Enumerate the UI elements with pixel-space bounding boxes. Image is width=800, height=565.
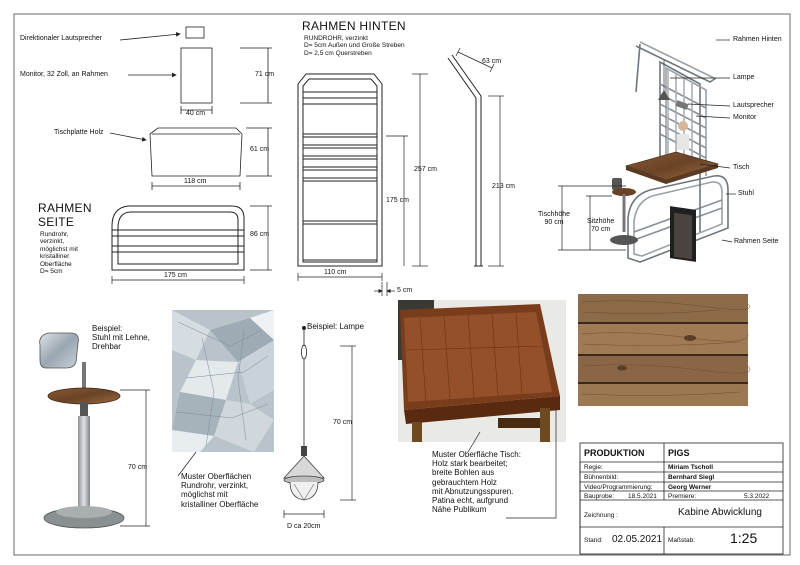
back-frame-desc: RUNDROHR, verzinkt D= 5cm Außen und Groß… [304, 35, 405, 57]
tb-bauprobe-label: Bauprobe: [584, 493, 614, 500]
table-leader-2 [506, 410, 557, 519]
monitor-label: Monitor, 32 Zoll, an Rahmen [20, 71, 108, 78]
iso-monitor-face [678, 121, 688, 131]
tb-bauprobe-value: 18.5.2021 [628, 493, 657, 500]
lamp-example-text: Beispiel: Lampe [307, 322, 364, 331]
iso-speaker [675, 100, 689, 110]
speaker-label: Direktionaler Lautsprecher [20, 35, 103, 42]
iso-label-stuhl: Stuhl [738, 190, 754, 197]
lamp-height-dim: 70 cm [333, 419, 353, 426]
stool-example-drawing [39, 332, 150, 529]
stool-example-text: Beispiel: Stuhl mit Lehne, Drehbar [92, 324, 150, 352]
table-example-text: Muster Oberfläche Tisch: Holz stark bear… [432, 450, 521, 515]
table-leader [467, 431, 481, 453]
iso-label-tisch: Tisch [733, 164, 750, 171]
iso-label-lautsprecher: Lautsprecher [733, 102, 774, 109]
tb-massstab-label: Maßstab: [668, 537, 696, 544]
profile-drawing [447, 47, 504, 267]
iso-label-sitzhoehe: Sitzhöhe 70 cm [587, 218, 615, 234]
tb-zeichnung-label: Zeichnung : [584, 512, 618, 519]
monitor-height-dim: 71 cm [255, 71, 275, 78]
iso-label-rahmen-hinten: Rahmen Hinten [733, 36, 782, 43]
side-height-dim: 86 cm [250, 231, 270, 238]
lamp-example-drawing [283, 326, 356, 518]
table-photo-sample [398, 300, 566, 442]
back-lower-height-dim: 175 cm [386, 197, 409, 204]
title-block-frame [579, 442, 784, 555]
tb-massstab-value: 1:25 [730, 530, 758, 546]
iso-label-rahmen-seite: Rahmen Seite [734, 238, 779, 245]
tb-video-label: Video/Programmierung: [584, 484, 653, 491]
back-width-dim: 110 cm [324, 269, 347, 276]
iso-monitor-image [674, 212, 692, 260]
iso-leaders [558, 39, 736, 251]
tb-buehnenbild-label: Bühnenbild: [584, 474, 619, 481]
profile-height-dim: 213 cm [492, 183, 515, 190]
iso-lamp [658, 90, 670, 100]
iso-stool [610, 178, 638, 245]
tb-buehnenbild-value: Bernhard Siegl [668, 474, 715, 481]
side-frame-drawing [111, 205, 272, 284]
tabletop-drawing [109, 127, 272, 190]
back-total-height-dim: 257 cm [414, 166, 437, 173]
sheet-border [13, 13, 791, 556]
tb-regie-label: Regie: [584, 464, 603, 471]
tb-video-value: Georg Werner [668, 484, 712, 491]
iso-label-monitor: Monitor [733, 114, 757, 121]
tabletop-label: Tischplatte Holz [54, 129, 104, 136]
tb-premiere-value: 5.3.2022 [744, 493, 770, 500]
surface-example-text: Muster Oberflächen Rundrohr, verzinkt, m… [181, 472, 259, 509]
tb-premiere-label: Premiere: [668, 493, 697, 500]
back-frame-drawing [297, 73, 428, 296]
back-depth-dim: 5 cm [397, 287, 413, 294]
side-frame-desc: Rundrohr, verzinkt, möglichst mit krista… [40, 231, 78, 276]
surface-leader [177, 451, 197, 477]
iso-label-tischhoehe: Tischhöhe 90 cm [538, 211, 571, 227]
metal-texture-sample [172, 310, 274, 452]
lamp-diameter-dim: D ca 20cm [287, 523, 321, 530]
stool-height-dim: 70 cm [128, 464, 148, 471]
tb-produktion-value: PIGS [668, 448, 690, 458]
side-frame-title-1: RAHMEN [38, 201, 92, 215]
speaker-drawing [119, 26, 205, 41]
tb-produktion-label: PRODUKTION [584, 448, 645, 458]
monitor-width-dim: 40 cm [186, 110, 206, 117]
side-frame-title-2: SEITE [38, 215, 75, 229]
tb-stand-value: 02.05.2021 [612, 534, 663, 545]
tb-stand-label: Stand: [584, 537, 603, 544]
iso-label-lampe: Lampe [733, 74, 755, 81]
table-width-dim: 118 cm [184, 178, 207, 185]
iso-monitor-shirt [677, 134, 689, 150]
side-width-dim: 175 cm [164, 272, 187, 279]
back-frame-title: RAHMEN HINTEN [302, 19, 406, 33]
wood-planks-sample [578, 294, 751, 406]
profile-top-dim: 63 cm [482, 58, 502, 65]
monitor-drawing [128, 47, 272, 114]
tb-zeichnung-value: Kabine Abwicklung [678, 507, 762, 518]
tb-regie-value: Miriam Tscholl [668, 464, 714, 471]
table-height-dim: 61 cm [250, 146, 270, 153]
